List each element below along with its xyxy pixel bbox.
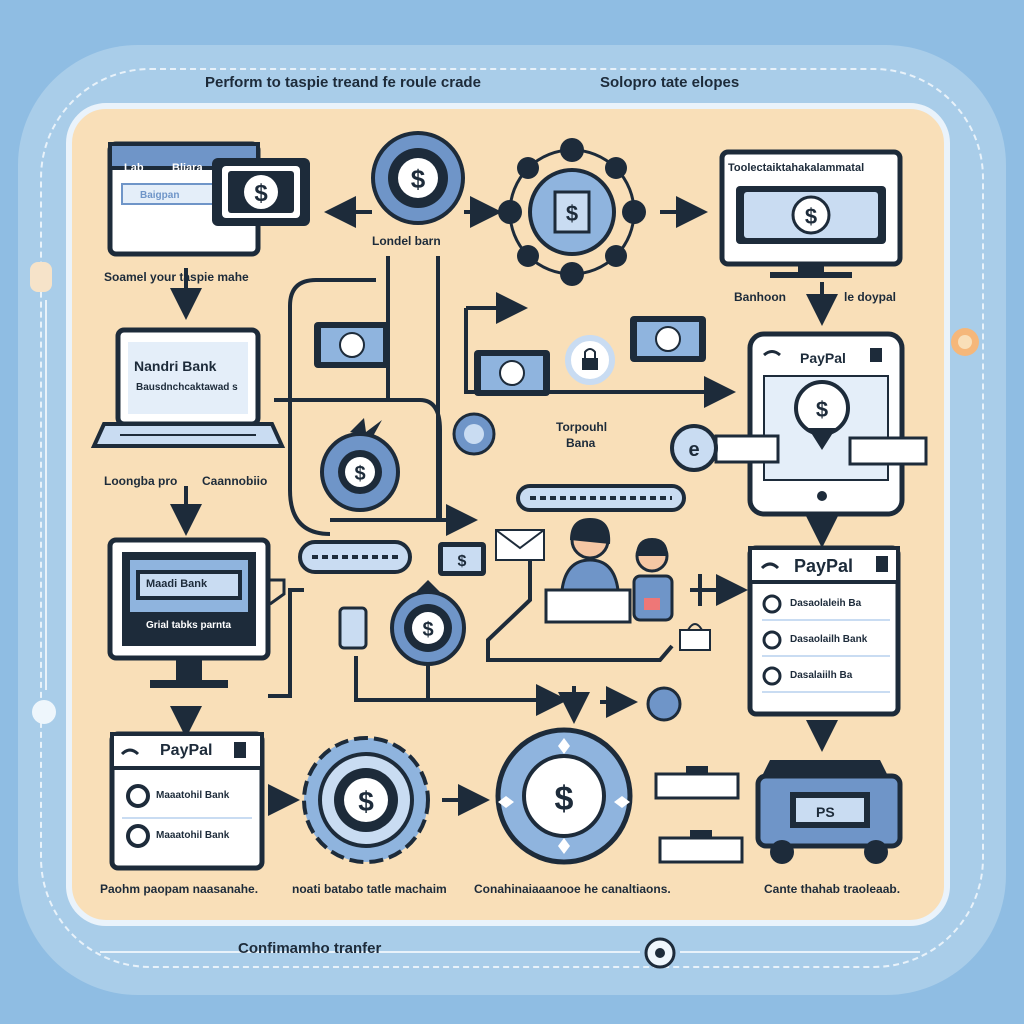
dollar-coin-middle: $ xyxy=(390,580,466,666)
laptop-tab-1: Lab xyxy=(124,162,144,174)
paypal-confirm-brand: PayPal xyxy=(160,742,213,759)
network-hub: $ xyxy=(498,138,646,286)
svg-text:$: $ xyxy=(566,201,578,226)
dashed-border xyxy=(40,68,984,968)
cash-bill-2 xyxy=(314,322,390,368)
footer-title: Confimamho tranfer xyxy=(238,940,382,957)
caption-1: Paohm paopam naasanahe. xyxy=(100,882,259,896)
coin-label: Londel barn xyxy=(372,234,441,248)
caption-3: Conahinaiaaanooe he canaltiaons. xyxy=(474,882,671,896)
center-label-line1: Torpouhl xyxy=(556,420,608,434)
phone-icon xyxy=(338,606,368,650)
svg-text:$: $ xyxy=(555,780,574,818)
svg-text:$: $ xyxy=(805,204,817,229)
laptop-bank-name: Nandri Bank xyxy=(134,358,217,374)
paypal-confirm-item-1: Maaatohil Bank xyxy=(156,790,230,801)
desktop-monitor-bank xyxy=(107,537,286,688)
header-title-left: Perform to taspie treand fe roule crade xyxy=(205,74,481,91)
laptop-tab-2: Bliara xyxy=(172,162,203,174)
user-avatars xyxy=(544,518,674,624)
laptop-field: Baigpan xyxy=(140,190,180,201)
monitor-label-right: le doypal xyxy=(844,290,897,304)
svg-text:$: $ xyxy=(358,786,374,817)
svg-text:$: $ xyxy=(816,397,828,422)
svg-text:$: $ xyxy=(254,180,268,207)
step-label-login: Loongba pro xyxy=(104,474,178,488)
left-ornament xyxy=(30,262,56,724)
envelope-icon xyxy=(495,529,545,561)
delivery-vehicle xyxy=(755,760,903,864)
shopping-bag-icon xyxy=(679,623,711,651)
svg-text:$: $ xyxy=(422,619,433,641)
paypal-bank-list xyxy=(747,545,901,717)
dollar-coin-top: $ xyxy=(371,131,465,225)
progress-bar-2 xyxy=(298,540,412,574)
lock-coin xyxy=(565,335,615,385)
vehicle-plate: PS xyxy=(816,804,835,820)
progress-bar-1 xyxy=(516,484,686,512)
center-label-line2: Bana xyxy=(566,436,596,450)
paypal-list-item-2: Dasaolailh Bank xyxy=(790,634,868,645)
paypal-list-item-1: Dasaolaleih Ba xyxy=(790,598,862,609)
svg-text:$: $ xyxy=(354,463,365,485)
cash-bill-4 xyxy=(630,316,706,362)
cash-bill-3 xyxy=(474,350,550,396)
paypal-confirm-item-2: Maaatohil Bank xyxy=(156,830,230,841)
confirmation-coin: $ xyxy=(495,727,633,865)
tablet-paypal-brand: PayPal xyxy=(800,350,846,366)
monitor-title: Toolectaiktahakalammatal xyxy=(728,162,865,174)
step-label-select-account: Soamel your taspie mahe xyxy=(104,270,249,284)
gear-dollar-icon: $ xyxy=(302,736,430,864)
monitor-label-left: Banhoon xyxy=(734,290,786,304)
paypal-list-item-3: Dasalaiilh Ba xyxy=(790,670,853,681)
paypal-list-brand: PayPal xyxy=(794,556,854,576)
footer-ornament xyxy=(100,937,920,969)
small-cash-bill: $ xyxy=(438,542,486,576)
caption-4: Cante thahab traoleaab. xyxy=(764,882,901,896)
caption-2: noati batabo tatle machaim xyxy=(292,882,447,896)
small-token xyxy=(452,412,496,456)
svg-text:$: $ xyxy=(458,553,467,570)
right-ornament xyxy=(951,328,979,356)
money-bag-coin: $ xyxy=(320,418,400,512)
laptop-bank-sub: Bausdnchcaktawad s xyxy=(136,382,238,393)
svg-text:e: e xyxy=(688,439,699,461)
monitor-bank-name: Maadi Bank xyxy=(146,578,208,590)
paypal-confirm-list xyxy=(109,731,265,871)
card-2 xyxy=(658,830,744,864)
cash-bill-1: $ xyxy=(212,158,310,226)
desktop-monitor-top: $ xyxy=(719,149,903,278)
svg-text:$: $ xyxy=(411,164,426,194)
connector-monitor xyxy=(268,588,304,698)
step-label-confirm: Caannobiio xyxy=(202,474,268,488)
header-title-right: Solopro tate elopes xyxy=(600,74,740,91)
paypal-tablet: $ e xyxy=(670,331,928,517)
monitor-bank-sub: Grial tabks parnta xyxy=(146,620,232,631)
plus-arrow xyxy=(690,574,748,606)
small-token-2 xyxy=(646,686,682,722)
laptop-bank-portal xyxy=(90,327,286,448)
card-1 xyxy=(654,766,740,800)
